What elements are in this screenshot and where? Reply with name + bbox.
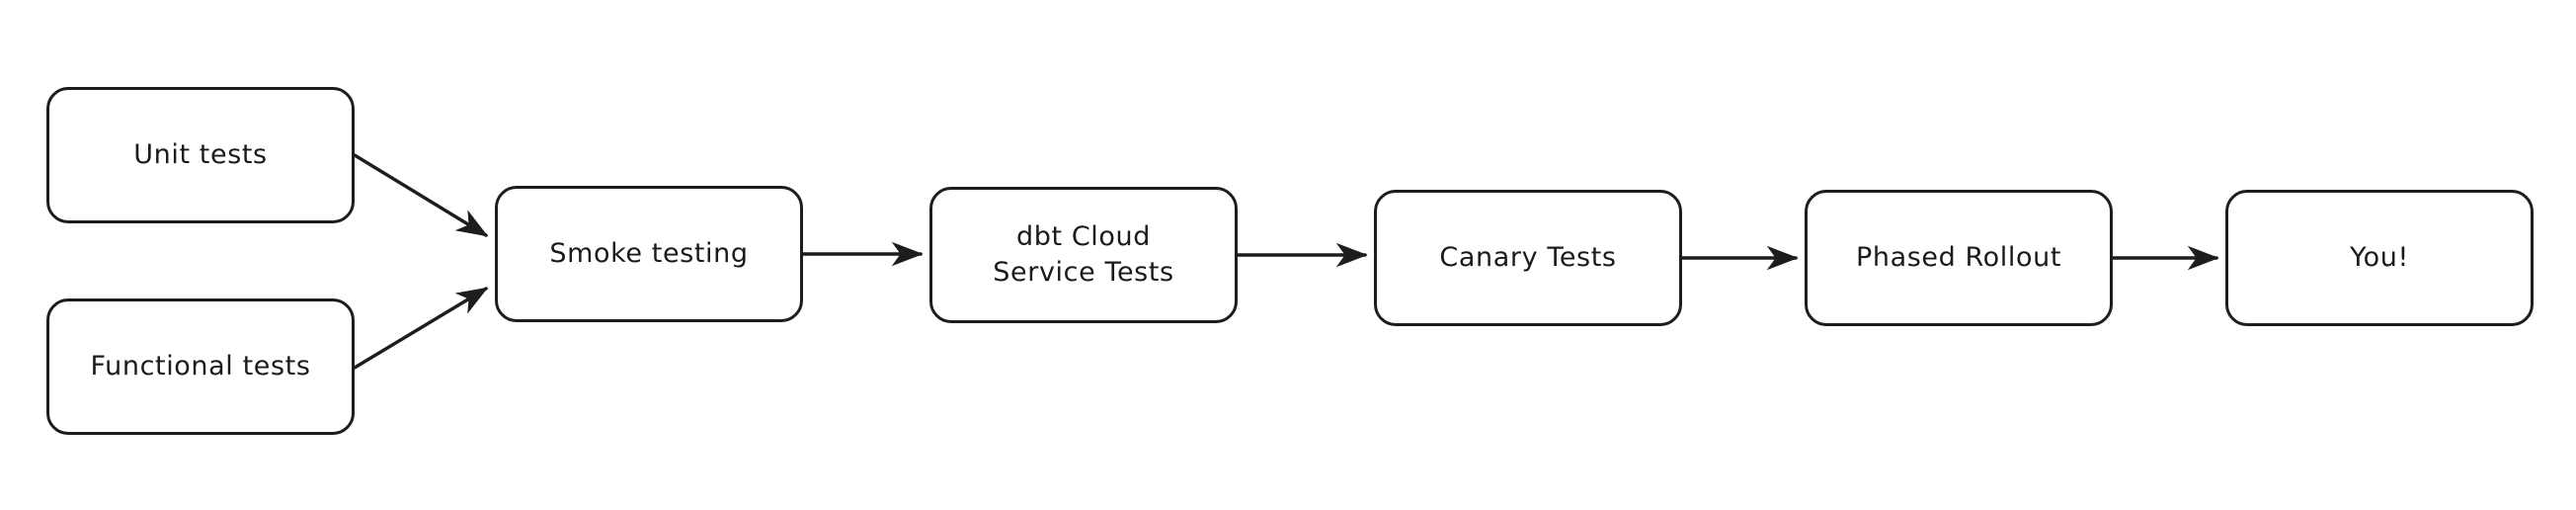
node-phased-rollout[interactable]: Phased Rollout [1805,190,2113,326]
node-you-label: You! [2350,242,2409,274]
node-canary-tests-label: Canary Tests [1439,242,1617,274]
node-functional-tests-label: Functional tests [90,351,311,382]
node-dbt-cloud-service-tests-label: dbt Cloud Service Tests [993,221,1174,288]
node-functional-tests[interactable]: Functional tests [46,298,355,435]
node-unit-tests-label: Unit tests [133,139,268,171]
node-smoke-testing[interactable]: Smoke testing [495,186,803,322]
node-dbt-cloud-service-tests[interactable]: dbt Cloud Service Tests [929,187,1238,323]
node-unit-tests[interactable]: Unit tests [46,87,355,223]
edge-unit-tests-to-smoke-testing [353,153,489,237]
node-canary-tests[interactable]: Canary Tests [1374,190,1682,326]
node-you[interactable]: You! [2225,190,2534,326]
node-smoke-testing-label: Smoke testing [549,238,749,270]
edge-functional-tests-to-smoke-testing [353,287,489,370]
node-phased-rollout-label: Phased Rollout [1855,242,2062,274]
